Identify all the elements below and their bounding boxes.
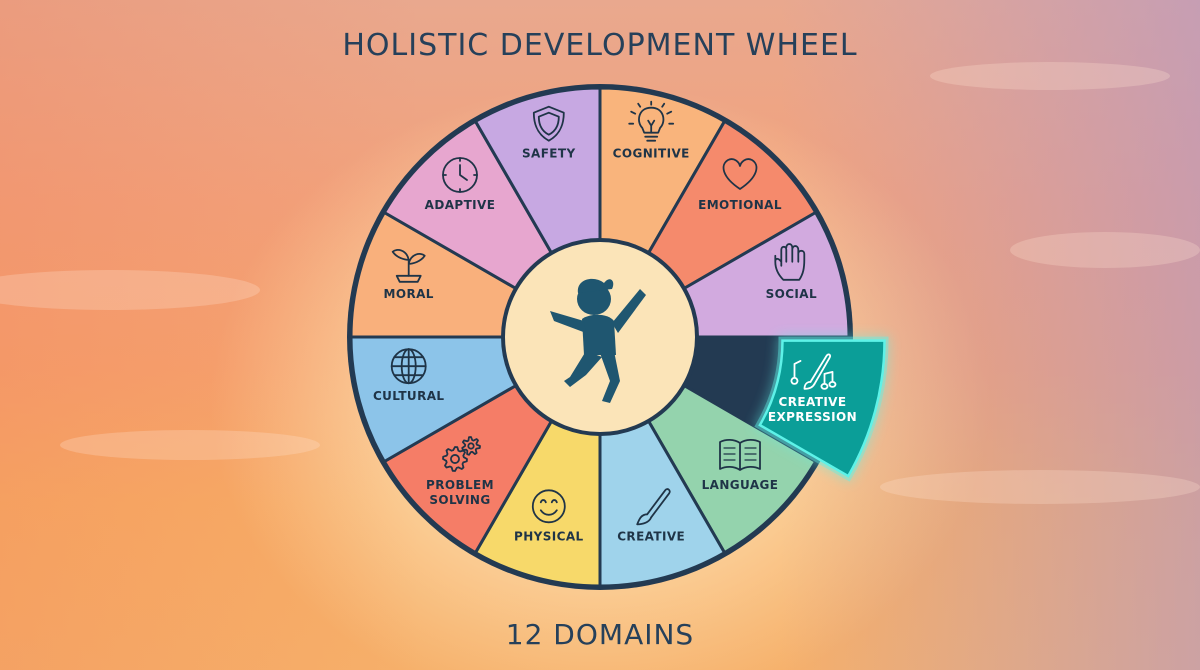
segment-creative_expression[interactable]: [758, 339, 886, 478]
segment-label-social: SOCIAL: [766, 287, 817, 301]
cloud: [880, 470, 1200, 504]
segment-label-emotional: EMOTIONAL: [698, 198, 782, 212]
globe-icon: [390, 348, 427, 385]
gears-icon: [442, 436, 481, 472]
segment-label-cultural: CULTURAL: [373, 389, 445, 403]
segment-label-creative: CREATIVE: [617, 529, 685, 543]
cloud: [930, 62, 1170, 90]
hand-icon: [774, 243, 806, 281]
clock-icon: [442, 157, 478, 193]
segment-label-problem_solving: PROBLEM: [426, 478, 494, 492]
shield-icon: [532, 105, 565, 142]
segment-label-moral: MORAL: [384, 287, 434, 301]
heart-icon: [722, 158, 758, 190]
segment-label-safety: SAFETY: [522, 147, 576, 161]
segment-label-problem_solving: SOLVING: [429, 493, 490, 507]
segment-label-adaptive: ADAPTIVE: [425, 198, 496, 212]
jumping-child-icon: [550, 278, 646, 403]
segment-label-creative_expression: CREATIVE: [779, 395, 847, 409]
sprout-icon: [391, 249, 426, 283]
segment-label-language: LANGUAGE: [702, 478, 779, 492]
book-icon: [719, 438, 761, 471]
domain-count: 12 DOMAINS: [505, 618, 695, 651]
smiley-icon: [531, 489, 566, 524]
brush-music-icon: [790, 353, 837, 390]
segment-label-cognitive: COGNITIVE: [613, 147, 690, 161]
cloud: [1010, 232, 1200, 268]
segment-label-physical: PHYSICAL: [514, 529, 584, 543]
lightbulb-icon: [628, 100, 675, 142]
cloud: [0, 270, 260, 310]
segment-label-creative_expression: EXPRESSION: [768, 410, 857, 424]
page-title: HOLISTIC DEVELOPMENT WHEEL: [342, 28, 858, 63]
paintbrush-icon: [636, 488, 671, 526]
cloud: [60, 430, 320, 460]
